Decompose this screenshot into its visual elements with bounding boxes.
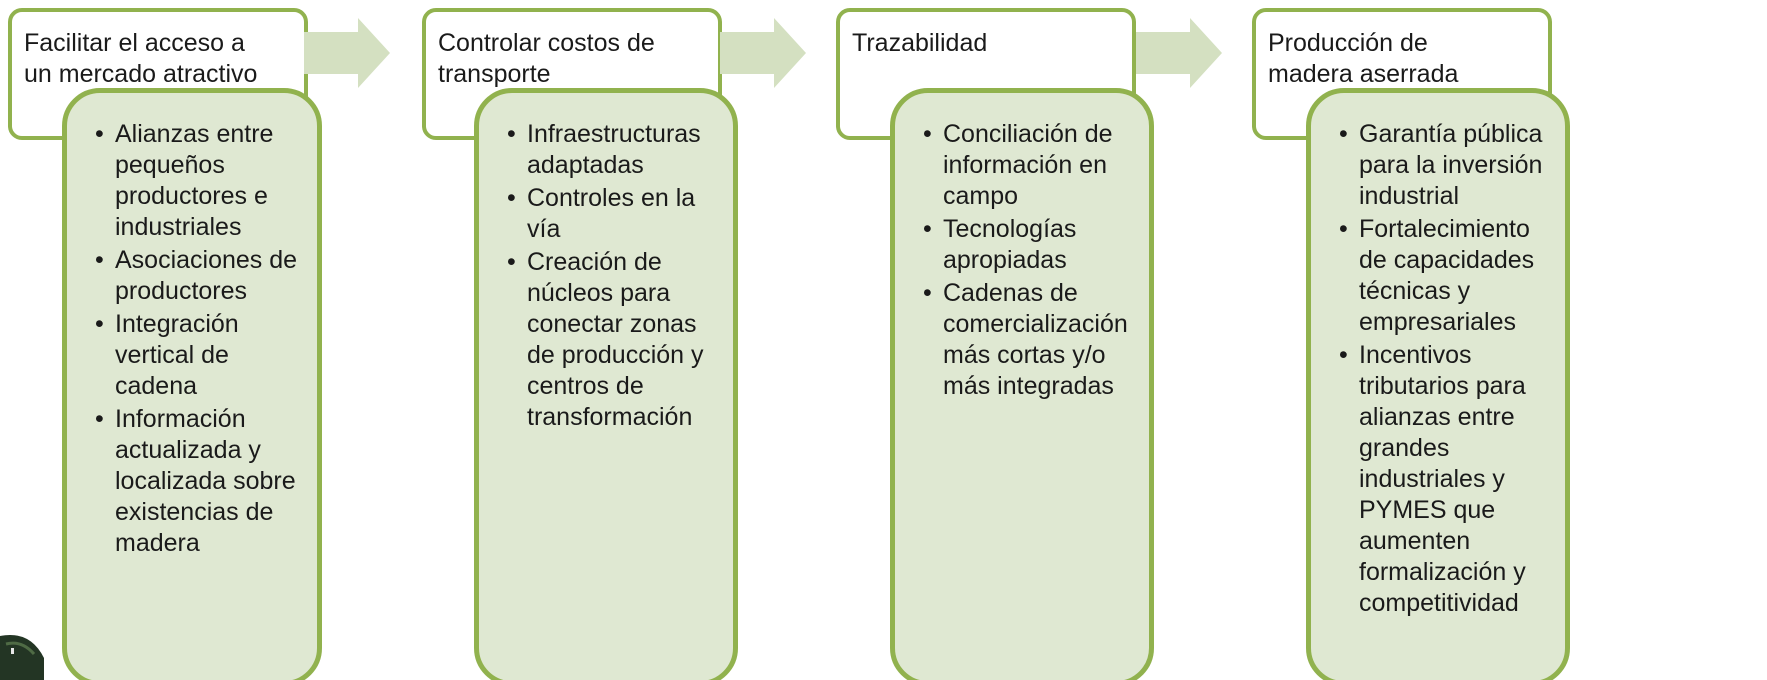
- stage-1-item: Asociaciones de productores: [95, 245, 311, 307]
- stage-2-item: Controles en la vía: [507, 183, 727, 245]
- stage-3-details: Conciliación de información en campo Tec…: [890, 88, 1154, 680]
- stage-1-title-line-1: Facilitar el acceso a: [24, 29, 245, 57]
- stage-2-details: Infraestructuras adaptadas Controles en …: [474, 88, 738, 680]
- stage-1-item: Alianzas entre pequeños productores e in…: [95, 119, 311, 243]
- corner-photo-thumbnail: [0, 634, 44, 680]
- stage-4-item: Incentivos tributarios para alianzas ent…: [1339, 340, 1559, 619]
- stage-2-title-line-2: transporte: [438, 60, 551, 88]
- stage-2-title-line-1: Controlar costos de: [438, 29, 655, 57]
- flow-arrow-2: [720, 18, 806, 88]
- stage-1-title-line-2: un mercado atractivo: [24, 60, 258, 88]
- stage-4-item: Garantía pública para la inversión indus…: [1339, 119, 1559, 212]
- stage-1-item: Información actualizada y localizada sob…: [95, 404, 311, 559]
- stage-1-item: Integración vertical de cadena: [95, 309, 311, 402]
- stage-3-item: Cadenas de comercialización más cortas y…: [923, 278, 1143, 402]
- stage-4-title-line-1: Producción de: [1268, 29, 1428, 57]
- stage-2-item: Infraestructuras adaptadas: [507, 119, 727, 181]
- stage-3-title-line-1: Trazabilidad: [852, 29, 988, 57]
- stage-2-item: Creación de núcleos para conectar zonas …: [507, 247, 727, 433]
- stage-3-item: Conciliación de información en campo: [923, 119, 1143, 212]
- stage-3-item: Tecnologías apropiadas: [923, 214, 1143, 276]
- flow-arrow-1: [304, 18, 390, 88]
- flow-arrow-3: [1136, 18, 1222, 88]
- stage-4-title-line-2: madera aserrada: [1268, 60, 1459, 88]
- stage-4-details: Garantía pública para la inversión indus…: [1306, 88, 1570, 680]
- stage-4-item: Fortalecimiento de capacidades técnicas …: [1339, 214, 1559, 338]
- stage-1-details: Alianzas entre pequeños productores e in…: [62, 88, 322, 680]
